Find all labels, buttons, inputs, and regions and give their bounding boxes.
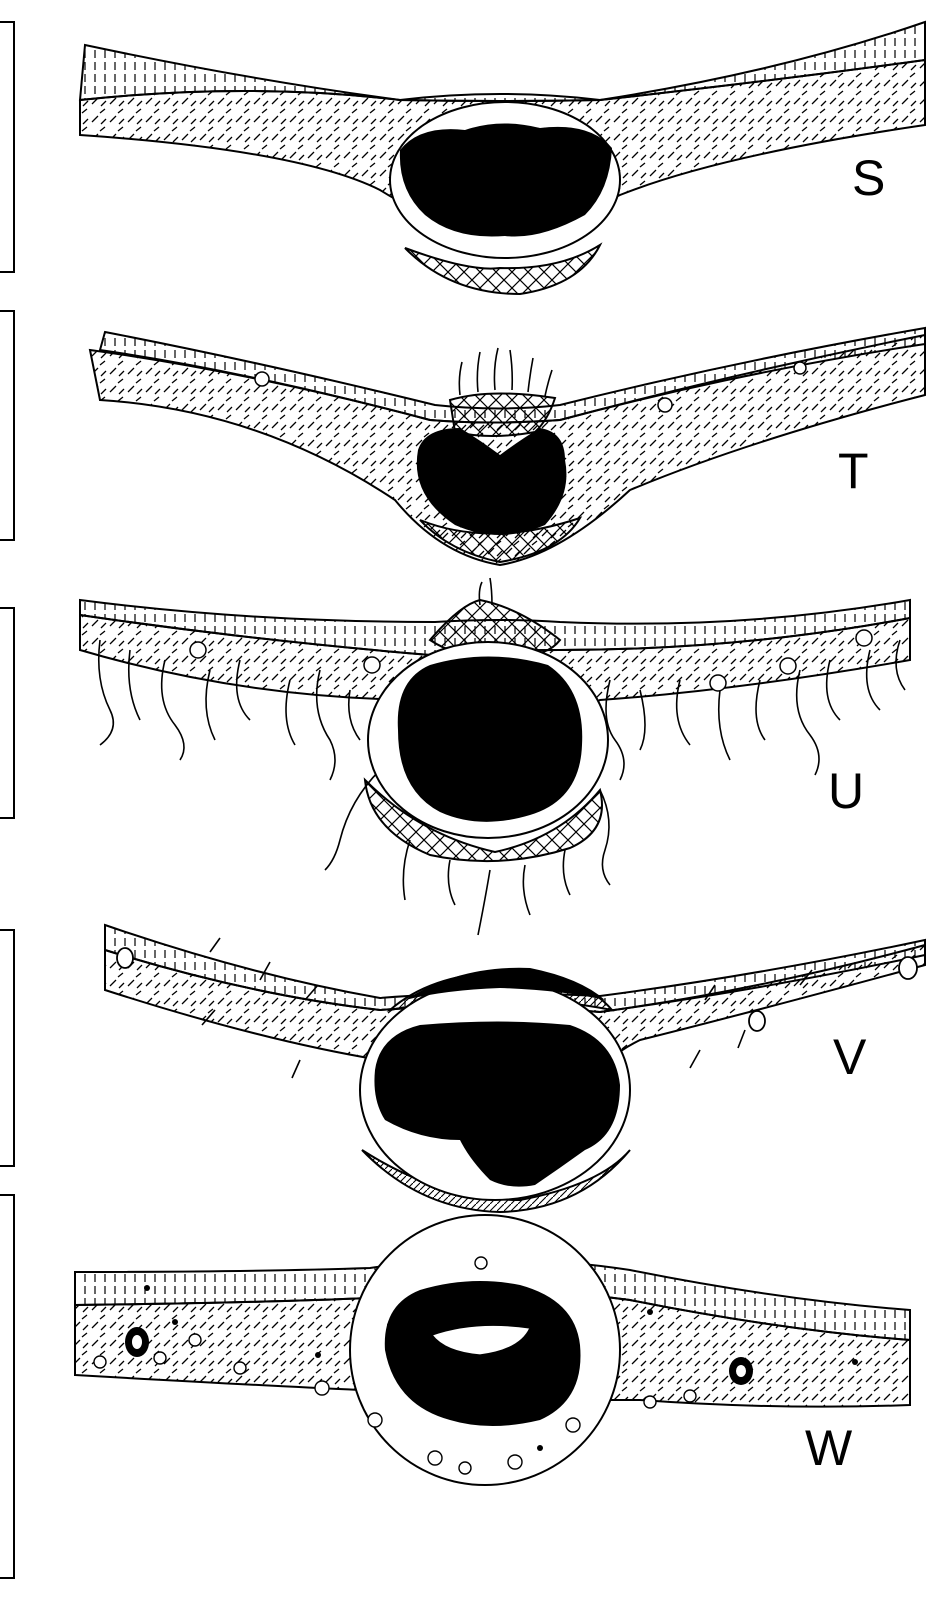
leaf-section-t: T	[90, 328, 925, 565]
leaf-section-s: S	[80, 22, 925, 294]
leaf-section-u: U	[80, 578, 910, 935]
hairs-t	[459, 348, 552, 396]
panel-letter-s: S	[852, 150, 885, 206]
panel-letter-t: T	[838, 443, 869, 499]
scale-bracket-u	[0, 608, 14, 818]
leaf-section-w: W	[75, 1215, 910, 1485]
panel-letter-v: V	[833, 1029, 867, 1085]
scale-bracket-t	[0, 311, 14, 540]
scale-brackets	[0, 22, 14, 1578]
scale-bracket-v	[0, 930, 14, 1166]
panel-letter-w: W	[805, 1420, 853, 1476]
scale-bracket-w	[0, 1195, 14, 1578]
scale-bracket-s	[0, 22, 14, 272]
leaf-section-v: V	[105, 925, 925, 1212]
panel-letter-u: U	[828, 763, 864, 819]
